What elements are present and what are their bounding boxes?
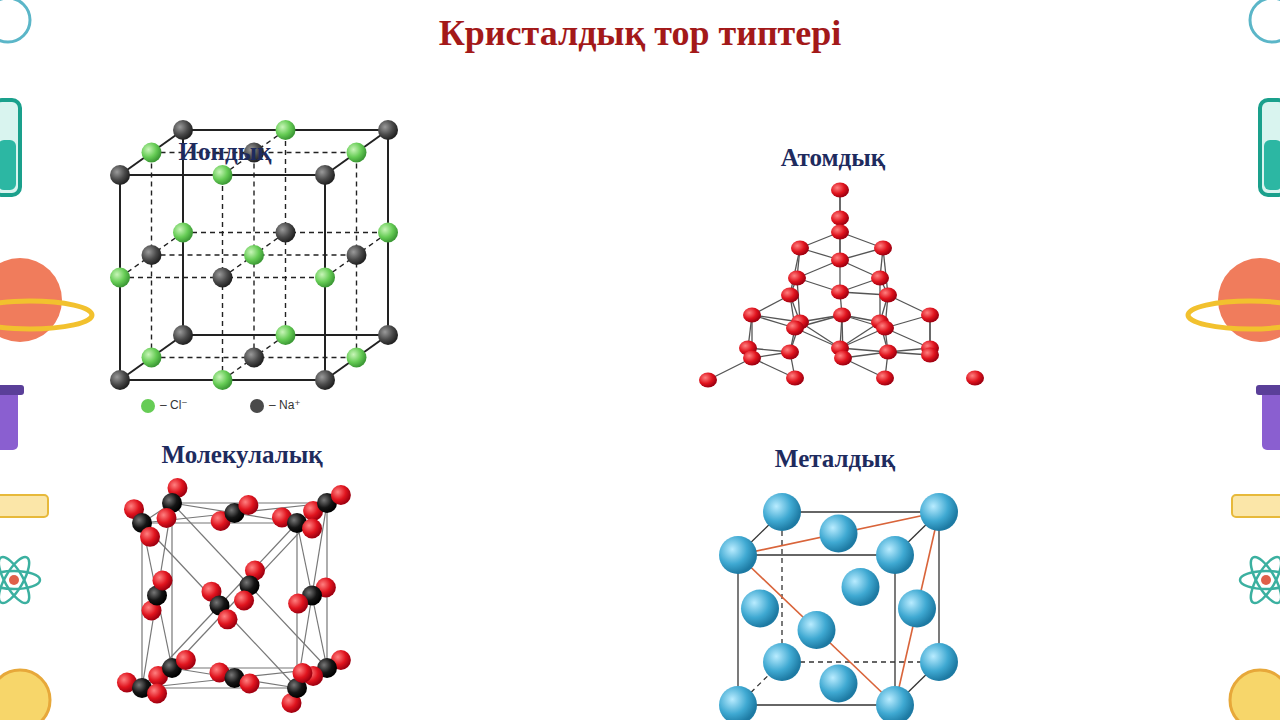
molecular-lattice — [117, 478, 351, 713]
slide-title: Кристалдық тор типтері — [439, 12, 842, 54]
lattice-type-label: Атомдық — [781, 144, 885, 172]
ionic-lattice — [110, 120, 398, 390]
legend-text: – Cl⁻ — [160, 398, 188, 412]
legend-swatch — [141, 399, 155, 413]
legend-text: – Na⁺ — [269, 398, 301, 412]
atomic-lattice — [699, 183, 984, 388]
legend-swatch — [250, 399, 264, 413]
lattice-type-label: Иондық — [179, 138, 272, 166]
lattice-type-label: Молекулалық — [161, 441, 322, 469]
metallic-lattice — [719, 493, 958, 720]
lattice-type-label: Металдық — [775, 445, 895, 473]
